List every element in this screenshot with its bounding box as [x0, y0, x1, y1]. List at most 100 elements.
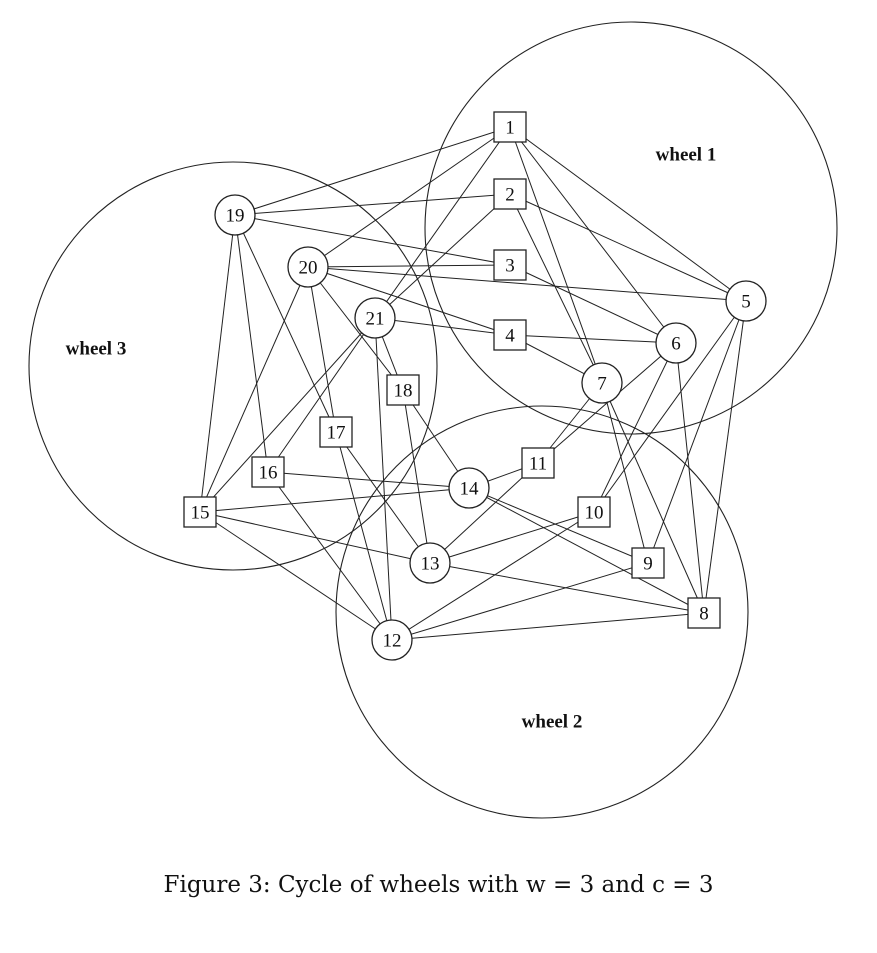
node-12-circle	[371, 619, 413, 661]
node-6-circle	[655, 322, 697, 364]
node-14-label: 14	[460, 479, 480, 500]
node-20-label: 20	[299, 258, 318, 279]
edge-10-13	[429, 511, 595, 564]
edge-1-5	[509, 126, 747, 302]
wheels-layer: wheel 1 wheel 2 wheel 3	[28, 21, 838, 819]
node-14: 14	[448, 467, 490, 509]
edge-8-12	[391, 612, 705, 641]
node-6: 6	[655, 322, 697, 364]
edge-15-21	[199, 317, 376, 513]
edge-1-7	[509, 126, 603, 384]
edge-15-19	[199, 214, 236, 513]
node-2-square	[493, 178, 527, 210]
figure-caption: Figure 3: Cycle of wheels with w = 3 and…	[163, 872, 714, 898]
node-5-circle	[725, 280, 767, 322]
edge-13-15	[199, 511, 431, 564]
edge-2-7	[509, 193, 603, 384]
node-3-square	[493, 249, 527, 281]
node-8-square	[687, 597, 721, 629]
edge-14-15	[199, 487, 470, 513]
node-5-label: 5	[741, 292, 751, 313]
node-2: 2	[493, 178, 527, 210]
node-7-label: 7	[597, 374, 607, 395]
node-20: 20	[287, 246, 329, 288]
node-13-circle	[409, 542, 451, 584]
edge-9-12	[391, 562, 649, 641]
edge-5-10	[593, 300, 747, 513]
node-3: 3	[493, 249, 527, 281]
node-16: 16	[251, 456, 285, 488]
node-15-square	[183, 496, 217, 528]
edge-12-17	[335, 431, 393, 641]
node-13: 13	[409, 542, 451, 584]
node-14-circle	[448, 467, 490, 509]
node-11-label: 11	[529, 454, 547, 475]
node-8: 8	[687, 597, 721, 629]
wheel-2-label: wheel 2	[522, 712, 583, 733]
edge-17-20	[307, 266, 337, 433]
node-18-square	[386, 374, 420, 406]
edge-15-20	[199, 266, 309, 513]
node-7-circle	[581, 362, 623, 404]
node-2-label: 2	[505, 185, 515, 206]
edge-17-19	[234, 214, 337, 433]
node-5: 5	[725, 280, 767, 322]
node-11-square	[521, 447, 555, 479]
node-11: 11	[521, 447, 555, 479]
node-9-label: 9	[643, 554, 653, 575]
node-18: 18	[386, 374, 420, 406]
edge-3-19	[234, 214, 511, 266]
node-7: 7	[581, 362, 623, 404]
node-16-label: 16	[259, 463, 278, 484]
node-9: 9	[631, 547, 665, 579]
node-4-square	[493, 319, 527, 351]
node-15: 15	[183, 496, 217, 528]
edge-1-6	[509, 126, 677, 344]
edge-8-14	[468, 487, 705, 614]
node-21-label: 21	[366, 309, 385, 330]
edge-4-6	[509, 334, 677, 344]
edge-13-17	[335, 431, 431, 564]
edge-11-13	[429, 462, 539, 564]
node-8-label: 8	[699, 604, 709, 625]
edge-5-8	[703, 300, 747, 614]
edge-4-20	[307, 266, 511, 336]
wheel-3-label: wheel 3	[66, 339, 127, 360]
node-13-label: 13	[421, 554, 440, 575]
edge-16-21	[267, 317, 376, 473]
edge-10-12	[391, 511, 595, 641]
node-16-square	[251, 456, 285, 488]
node-17: 17	[319, 416, 353, 448]
edge-2-21	[374, 193, 511, 319]
node-6-label: 6	[671, 334, 681, 355]
edge-7-9	[601, 382, 649, 564]
node-4: 4	[493, 319, 527, 351]
node-12-label: 12	[383, 631, 402, 652]
edge-12-15	[199, 511, 393, 641]
edge-7-8	[601, 382, 705, 614]
node-19-circle	[214, 194, 256, 236]
node-10-label: 10	[585, 503, 604, 524]
edge-14-16	[267, 471, 470, 489]
edge-3-6	[509, 264, 677, 344]
node-20-circle	[287, 246, 329, 288]
node-21: 21	[354, 297, 396, 339]
edge-1-20	[307, 126, 511, 268]
wheel-1-label: wheel 1	[656, 145, 717, 166]
node-3-label: 3	[505, 256, 515, 277]
edge-2-19	[234, 193, 511, 216]
node-19-label: 19	[226, 206, 245, 227]
node-19: 19	[214, 194, 256, 236]
edge-6-10	[593, 342, 677, 513]
edge-16-19	[234, 214, 269, 473]
node-12: 12	[371, 619, 413, 661]
wheel-1-circle	[424, 21, 838, 435]
edge-12-16	[267, 471, 393, 641]
wheel-2-circle	[335, 405, 749, 819]
node-1-label: 1	[505, 118, 515, 139]
edge-18-20	[307, 266, 404, 391]
edge-13-18	[402, 389, 431, 564]
wheel-3-circle	[28, 161, 438, 571]
